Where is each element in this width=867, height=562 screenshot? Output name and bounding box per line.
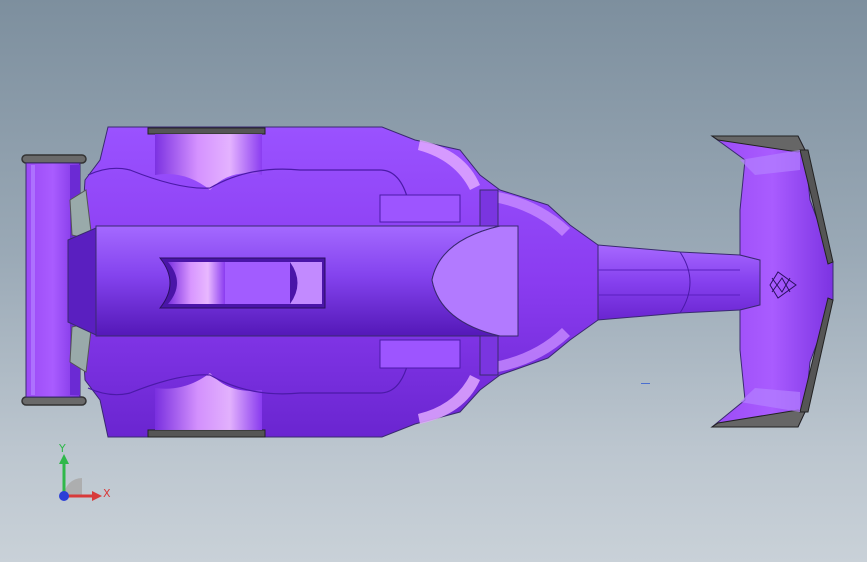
triad-axes-icon (59, 454, 102, 501)
logo-emblem-icon (769, 271, 797, 299)
y-axis-label: Y (59, 442, 66, 455)
center-fuselage[interactable] (67, 225, 519, 337)
nose-cone[interactable] (597, 244, 761, 321)
reference-triad: Y X (40, 440, 130, 520)
x-axis-label: X (103, 487, 111, 500)
cursor-marker (641, 383, 650, 384)
front-wing[interactable] (710, 135, 834, 428)
